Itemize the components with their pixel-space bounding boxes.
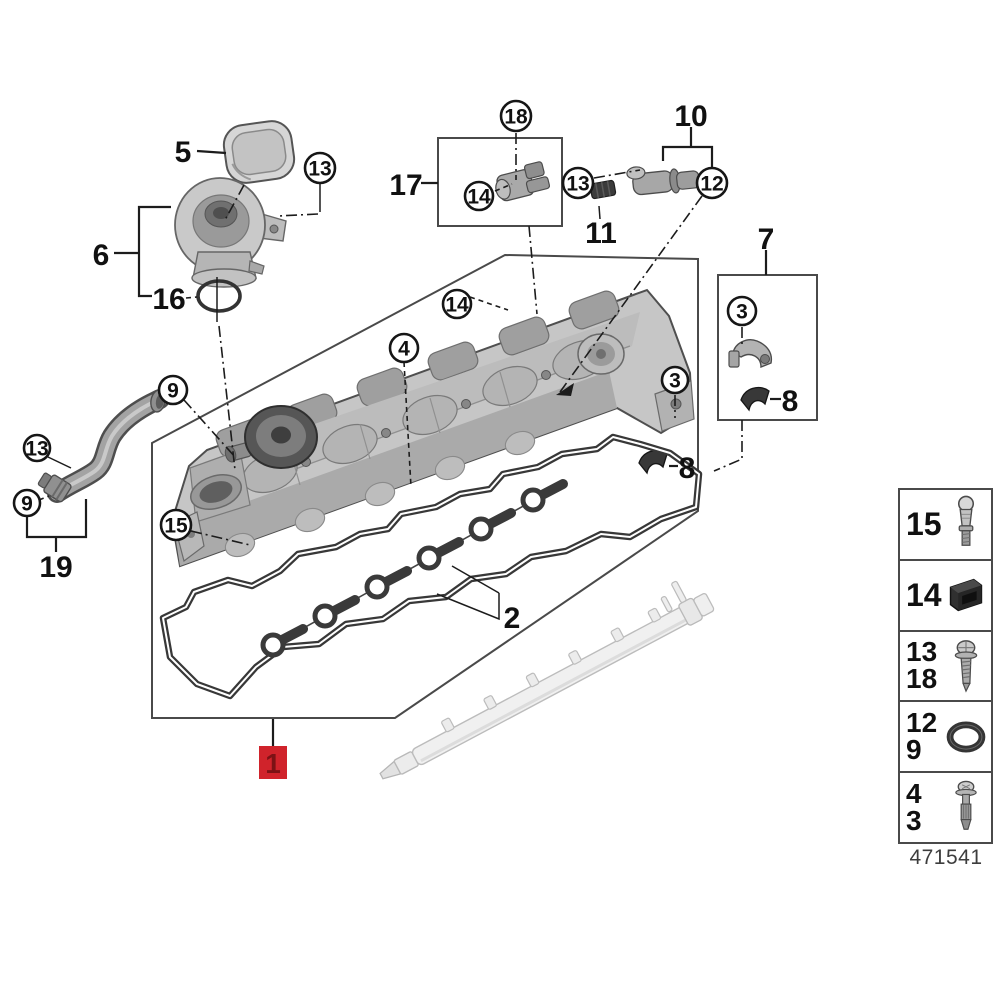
svg-text:6: 6 [93, 239, 110, 272]
highlight-label: 1 [265, 748, 281, 779]
legend-row-15: 15 [900, 490, 991, 561]
svg-text:15: 15 [164, 515, 188, 538]
svg-text:13: 13 [566, 173, 589, 196]
svg-text:5: 5 [175, 136, 192, 169]
circled-callout-9: 9 [12, 488, 42, 518]
callout-8: 8 [679, 452, 696, 485]
o-ring-icon [946, 721, 986, 753]
o-ring-seal [196, 279, 242, 313]
legend-row-14: 14 [900, 561, 991, 632]
highlight-callout-1: 1 [259, 719, 287, 779]
svg-text:2: 2 [504, 602, 521, 635]
rubber-holder [740, 386, 770, 412]
highlight-box [259, 746, 287, 779]
kit-box-7 [717, 274, 818, 421]
circled-callout-13: 13 [303, 151, 337, 185]
legend-number: 4 [906, 777, 922, 809]
svg-text:3: 3 [669, 370, 681, 393]
circled-callout-3: 3 [660, 365, 690, 395]
circled-callout-9: 9 [157, 374, 189, 406]
grommet-icon [949, 578, 983, 612]
svg-text:3: 3 [736, 301, 748, 324]
svg-text:14: 14 [467, 186, 491, 209]
circled-callout-18: 18 [499, 99, 533, 133]
svg-text:17: 17 [389, 169, 422, 202]
callout-5: 5 [175, 136, 192, 169]
pressure-sensor [495, 161, 551, 202]
callout-7: 7 [758, 223, 775, 256]
svg-text:9: 9 [21, 493, 33, 516]
injector-seal-set [260, 479, 568, 658]
circled-callout-15: 15 [159, 508, 193, 542]
callout-10: 10 [674, 100, 707, 133]
svg-text:8: 8 [782, 385, 799, 418]
ball-stud-icon [957, 496, 975, 547]
svg-text:13: 13 [308, 158, 331, 181]
drawing-number: 471541 [909, 846, 983, 869]
leader-lines [25, 127, 781, 621]
legend-number: 13 [906, 636, 938, 668]
svg-text:19: 19 [39, 551, 72, 584]
svg-text:7: 7 [758, 223, 775, 256]
rubber-holder [638, 449, 668, 475]
legend-number: 12 [906, 707, 938, 739]
camshaft-sensor [626, 166, 700, 196]
legend-panel: 15 14 13 18 [898, 488, 993, 844]
svg-text:12: 12 [700, 173, 723, 196]
circled-callout-13: 13 [561, 166, 595, 200]
separator-disc [224, 405, 318, 469]
callout-16: 16 [152, 283, 185, 316]
svg-text:10: 10 [674, 100, 707, 133]
circled-callout-14: 14 [463, 180, 495, 212]
fuel-rail [379, 580, 715, 780]
svg-text:9: 9 [167, 380, 179, 403]
oil-filler-cap [222, 120, 296, 184]
svg-text:16: 16 [152, 283, 185, 316]
legend-number: 9 [906, 733, 922, 765]
legend-row-13-18: 13 18 [900, 632, 991, 703]
screw-icon [954, 640, 978, 693]
circled-callout-3: 3 [726, 295, 758, 327]
circled-callout-13: 13 [22, 433, 52, 463]
svg-text:4: 4 [398, 338, 410, 361]
assembly-group-outline [151, 253, 699, 719]
legend-number: 18 [906, 662, 938, 694]
svg-text:14: 14 [445, 294, 469, 317]
svg-text:8: 8 [679, 452, 696, 485]
circled-callout-12: 12 [695, 166, 729, 200]
expansion-rivet-icon [955, 780, 977, 830]
legend-row-12-9: 12 9 [900, 702, 991, 774]
cable-clamp [728, 339, 773, 369]
callout-11: 11 [585, 217, 617, 250]
legend-number: 3 [906, 804, 922, 836]
svg-text:18: 18 [504, 106, 528, 129]
callout-19: 19 [39, 551, 72, 584]
svg-text:11: 11 [585, 217, 617, 250]
callout-2: 2 [504, 602, 521, 635]
callout-17: 17 [389, 169, 422, 202]
cylinder-head-cover [170, 288, 695, 568]
legend-row-4-3: 4 3 [900, 773, 991, 842]
valve-cover-gasket [159, 433, 703, 700]
callout-6: 6 [93, 239, 110, 272]
vent-hose [37, 389, 170, 503]
legend-number: 14 [906, 577, 942, 613]
callout-8: 8 [782, 385, 799, 418]
circled-callout-4: 4 [388, 332, 420, 364]
circled-callout-14: 14 [441, 288, 473, 320]
oil-separator [174, 177, 287, 288]
legend-number: 15 [906, 506, 942, 543]
svg-text:13: 13 [25, 438, 48, 461]
callout-layer: 5 6 16 13 17 18 14 13 11 10 12 7 3 8 3 8 14 4 9 15 13 9 19 2 [12, 99, 799, 635]
